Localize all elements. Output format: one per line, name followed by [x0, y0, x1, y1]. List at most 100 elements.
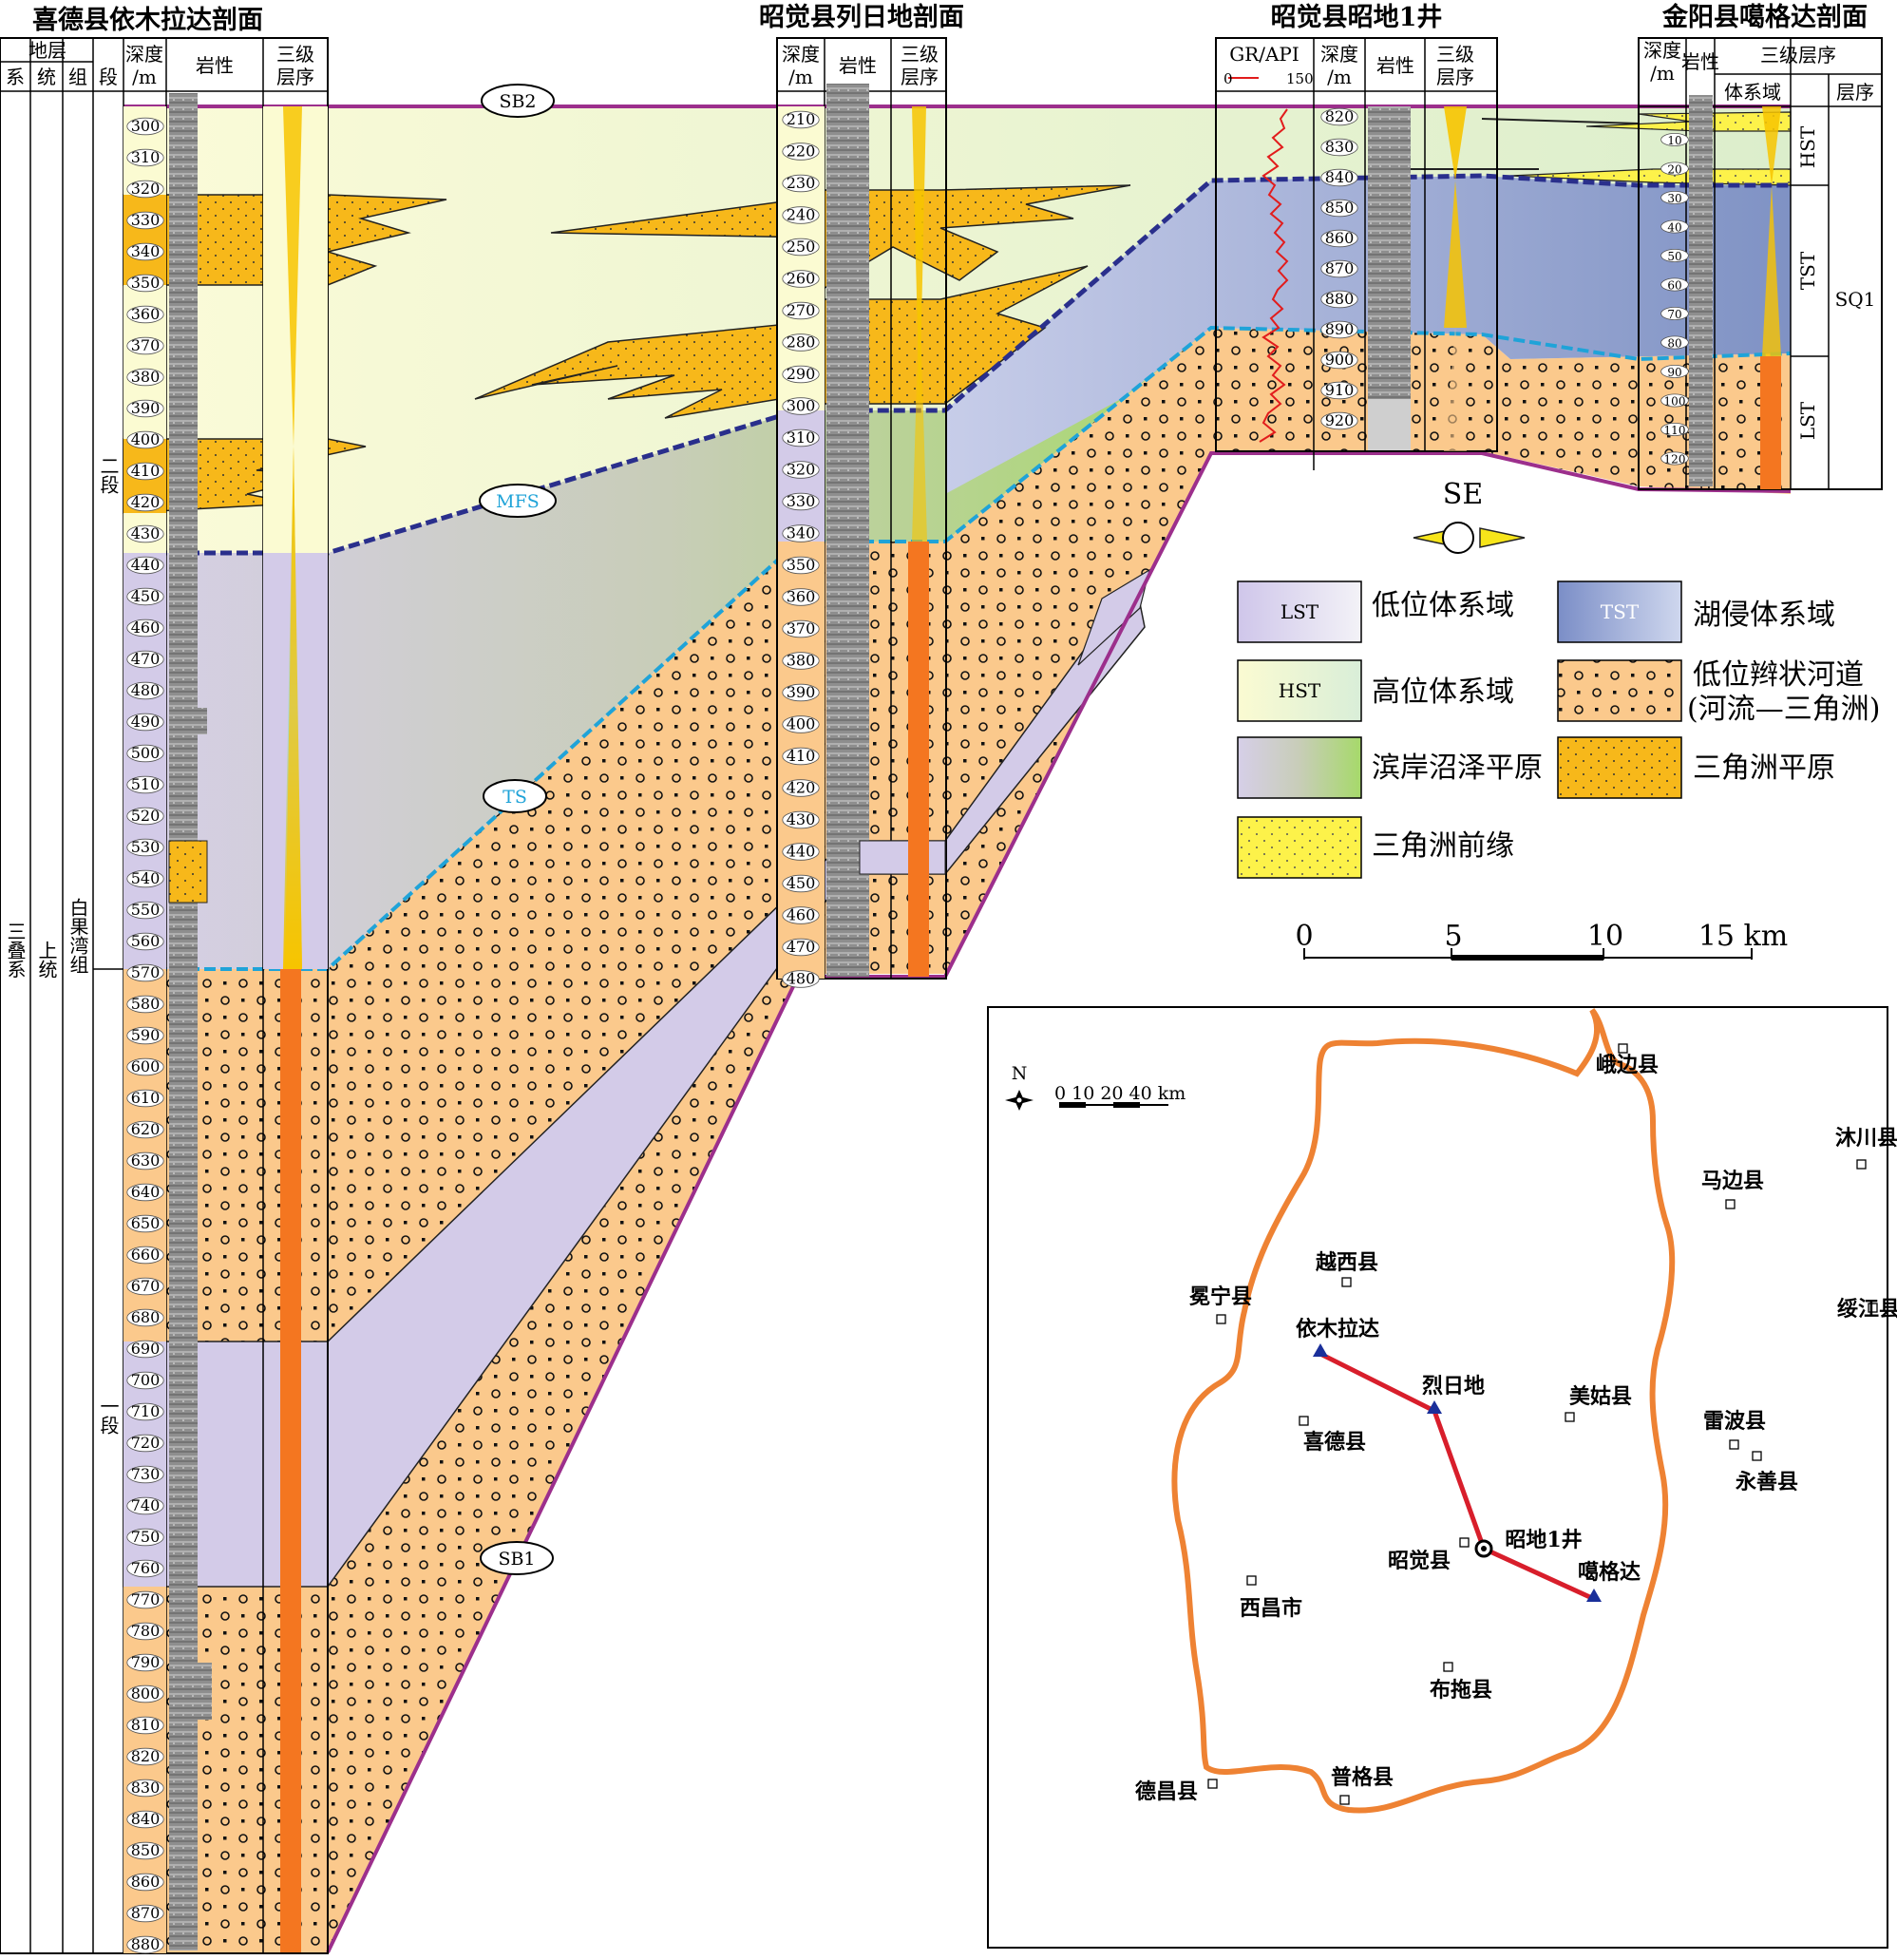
map-place-label: 沐川县 — [1835, 1126, 1897, 1151]
strat-formation-label: 白果湾组 — [66, 898, 89, 974]
tract-tst: TST — [1796, 251, 1819, 290]
scale-tick-0: 0 — [1295, 920, 1313, 953]
depth-label: 420 — [131, 493, 161, 511]
strat-member-upper: 二段 — [97, 456, 120, 494]
seq-header-3b: 层序 — [1436, 66, 1474, 88]
depth-label: 60 — [1667, 279, 1681, 293]
depth-label: 120 — [1664, 453, 1686, 466]
depth-label: 850 — [131, 1841, 161, 1859]
depth-label: 240 — [787, 206, 816, 224]
depth-label: 300 — [787, 397, 816, 415]
depth-label: 360 — [787, 588, 816, 606]
sb1-label: SB1 — [480, 1541, 554, 1575]
tract-lst: LST — [1796, 401, 1819, 440]
seq-header-3a: 三级 — [1436, 43, 1474, 66]
map-place-label: 峨边县 — [1596, 1053, 1659, 1077]
legend-code-lst: LST — [1280, 600, 1319, 623]
gr-curve — [1259, 108, 1289, 443]
map-place-label: 噶格达 — [1578, 1560, 1641, 1585]
map-place-label: 昭地1井 — [1505, 1528, 1582, 1552]
coastal-marsh-fill — [123, 163, 1211, 969]
depth-unit-4: /m — [1650, 62, 1675, 85]
map-place-labels: 峨边县沐川县马边县越西县冕宁县绥江县依木拉达烈日地美姑县喜德县雷波县永善县昭觉县… — [1135, 1053, 1897, 1804]
depth-label: 900 — [1325, 351, 1355, 369]
map-scale-label: 0 10 20 40 km — [1054, 1083, 1186, 1104]
legend-code-tst: TST — [1601, 600, 1640, 623]
system-header: 系 — [6, 66, 25, 88]
legend-label-hst: 高位体系域 — [1372, 676, 1514, 709]
depth-label: 890 — [1325, 320, 1355, 338]
depth-label: 840 — [131, 1810, 161, 1828]
depth-label: 590 — [131, 1026, 161, 1044]
depth-label: 920 — [1325, 411, 1355, 429]
svg-text:上统: 上统 — [35, 941, 58, 979]
depth-label: 390 — [787, 683, 816, 701]
depth-label: 480 — [787, 970, 816, 988]
compass-icon — [1413, 522, 1526, 554]
depth-label: 490 — [131, 713, 161, 731]
map-place-label: 雷波县 — [1703, 1409, 1766, 1434]
map-north-label: N — [1012, 1063, 1028, 1084]
depth-label: 760 — [131, 1559, 161, 1577]
depth-header-4: 深度 — [1643, 39, 1681, 62]
map-place-label: 马边县 — [1701, 1169, 1764, 1193]
depth-label: 810 — [131, 1716, 161, 1734]
legend-label-channel: 低位辫状河道 — [1693, 658, 1864, 692]
ts-label: TS — [483, 779, 547, 813]
strata-header: 地层 — [28, 39, 66, 62]
depth-label: 540 — [131, 869, 161, 887]
seq-header-1b: 层序 — [276, 66, 314, 88]
svg-text:白果湾组: 白果湾组 — [66, 898, 89, 974]
north-arrow-icon — [1005, 1090, 1034, 1111]
depth-unit-3: /m — [1327, 66, 1352, 88]
svg-text:MFS: MFS — [496, 491, 540, 512]
depth-label: 600 — [131, 1057, 161, 1075]
depth-label: 770 — [131, 1590, 161, 1608]
depth-label: 880 — [1325, 290, 1355, 308]
depth-label: 680 — [131, 1308, 161, 1326]
map-place-label: 依木拉达 — [1296, 1317, 1379, 1342]
depth-label: 90 — [1667, 366, 1681, 379]
strat-system-label: 三叠系 — [4, 922, 27, 979]
legend — [1237, 580, 1682, 879]
depth-label: 310 — [131, 148, 161, 166]
seq-header-2a: 三级 — [901, 43, 939, 66]
depth-label: 20 — [1667, 163, 1681, 177]
legend-label-deltaplain: 三角洲平原 — [1693, 752, 1835, 785]
depth-label: 500 — [131, 744, 161, 762]
depth-label: 210 — [787, 110, 816, 128]
map-place-label: 烈日地 — [1422, 1374, 1485, 1399]
lithology-header-2: 岩性 — [839, 54, 877, 77]
section-3-title: 昭觉县昭地1井 — [1271, 3, 1443, 32]
seq-header-1a: 三级 — [276, 43, 314, 66]
depth-label: 360 — [131, 305, 161, 323]
section-2-title: 昭觉县列日地剖面 — [759, 2, 964, 32]
depth-label: 280 — [787, 333, 816, 352]
svg-text:SB2: SB2 — [499, 91, 536, 112]
depth-label: 380 — [787, 652, 816, 670]
depth-label: 670 — [131, 1277, 161, 1295]
depth-label: 710 — [131, 1402, 161, 1420]
depth-label: 720 — [131, 1434, 161, 1452]
depth-label: 570 — [131, 963, 161, 981]
map-place-label: 德昌县 — [1135, 1779, 1198, 1804]
seq-header-4: 三级层序 — [1760, 44, 1836, 67]
legend-label-marsh: 滨岸沼泽平原 — [1372, 752, 1543, 785]
map-place-label: 喜德县 — [1303, 1430, 1366, 1455]
lst-wedge-fill — [123, 578, 1146, 1588]
depth-label: 370 — [787, 619, 816, 637]
map-place-label: 布拖县 — [1430, 1678, 1492, 1703]
depth-label: 30 — [1667, 192, 1681, 205]
depth-label: 880 — [131, 1935, 161, 1953]
depth-label: 700 — [131, 1371, 161, 1389]
depth-label: 820 — [131, 1747, 161, 1765]
gr-range-low: 0 — [1224, 70, 1233, 87]
depth-label: 860 — [131, 1873, 161, 1891]
depth-label: 510 — [131, 775, 161, 793]
scale-tick-15: 15 km — [1698, 920, 1788, 953]
depth-label: 340 — [131, 242, 161, 260]
depth-label: 330 — [131, 211, 161, 229]
depth-label: 520 — [131, 807, 161, 825]
